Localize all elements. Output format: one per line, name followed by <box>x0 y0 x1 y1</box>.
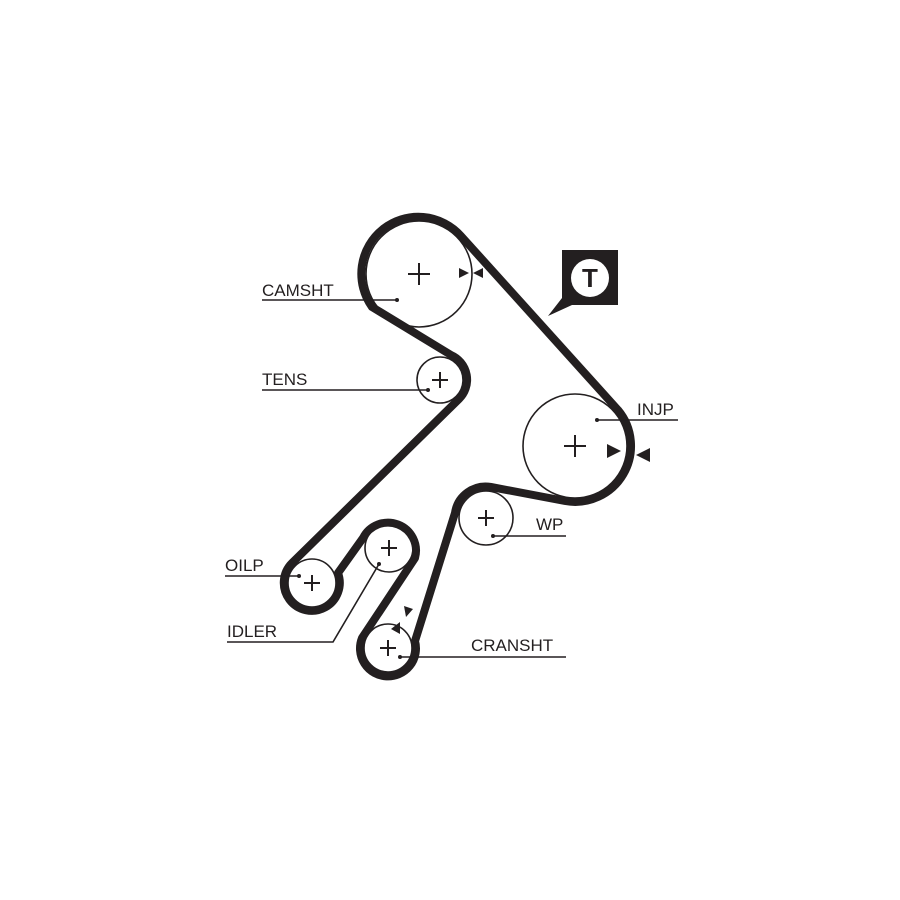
pulley-crankshaft <box>363 623 413 673</box>
label-injection-pump: INJP <box>595 400 678 422</box>
label-oil-pump-text: OILP <box>225 556 264 575</box>
pulley-camshaft <box>365 220 473 328</box>
tension-badge-letter: T <box>582 263 598 293</box>
label-injection-pump-text: INJP <box>637 400 674 419</box>
label-crankshaft-text: CRANSHT <box>471 636 553 655</box>
label-water-pump: WP <box>491 515 566 538</box>
timing-mark-crankshaft <box>391 606 413 634</box>
timing-belt <box>279 212 636 681</box>
label-camshaft: CAMSHT <box>262 281 399 302</box>
label-idler-text: IDLER <box>227 622 277 641</box>
timing-mark-camshaft <box>459 268 483 278</box>
label-camshaft-text: CAMSHT <box>262 281 334 300</box>
label-tensioner: TENS <box>262 370 430 392</box>
tension-badge: T <box>548 250 618 316</box>
label-idler: IDLER <box>227 562 381 643</box>
pulley-oil-pump <box>287 558 337 608</box>
pulley-tensioner <box>416 356 464 404</box>
label-oil-pump: OILP <box>225 556 301 578</box>
label-crankshaft: CRANSHT <box>398 636 566 659</box>
timing-mark-injection-pump <box>607 444 650 462</box>
label-water-pump-text: WP <box>536 515 563 534</box>
pulley-injection-pump <box>522 393 628 499</box>
label-tensioner-text: TENS <box>262 370 307 389</box>
pulley-water-pump <box>458 490 514 546</box>
